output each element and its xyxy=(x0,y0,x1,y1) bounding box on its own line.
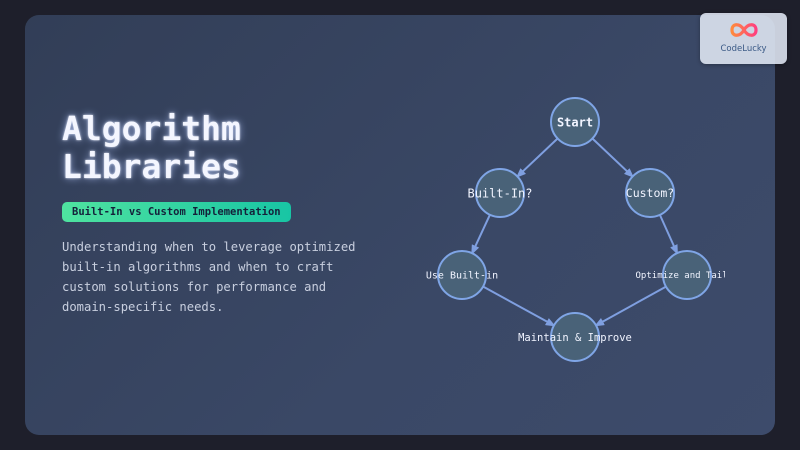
node-label-custom_q: Custom? xyxy=(626,186,674,200)
infinity-logo-icon xyxy=(730,23,758,37)
subtitle-badge: Built-In vs Custom Implementation xyxy=(62,202,291,222)
hero-card: Algorithm Libraries Built-In vs Custom I… xyxy=(25,15,775,435)
node-custom_q: Custom? xyxy=(625,168,675,218)
node-circle-maintain xyxy=(550,312,600,362)
title-line-2: Libraries xyxy=(62,147,241,186)
node-circle-builtin_q xyxy=(475,168,525,218)
edge-use_builtin-to-maintain xyxy=(482,285,556,327)
edges-layer xyxy=(470,137,679,327)
edge-builtin_q-to-use_builtin xyxy=(470,214,491,256)
title-line-1: Algorithm xyxy=(62,109,241,148)
node-maintain: Maintain & Improve xyxy=(518,312,632,362)
edge-start-to-custom_q xyxy=(591,137,635,178)
node-circle-custom_q xyxy=(625,168,675,218)
node-circle-optimize xyxy=(662,250,712,300)
node-circle-use_builtin xyxy=(437,250,487,300)
node-optimize: Optimize and Tailor xyxy=(636,250,740,300)
edge-custom_q-to-optimize xyxy=(658,214,679,255)
node-circle-start xyxy=(550,97,600,147)
node-use_builtin: Use Built-in xyxy=(426,250,498,300)
codelucky-logo[interactable]: CodeLucky xyxy=(700,13,787,64)
node-label-builtin_q: Built-In? xyxy=(467,186,532,200)
logo-text: CodeLucky xyxy=(720,44,767,54)
edge-optimize-to-maintain xyxy=(594,285,667,327)
node-label-use_builtin: Use Built-in xyxy=(426,271,498,282)
node-builtin_q: Built-In? xyxy=(467,168,533,218)
page-title: Algorithm Libraries xyxy=(62,110,241,186)
node-label-optimize: Optimize and Tailor xyxy=(636,271,740,281)
node-start: Start xyxy=(550,97,600,147)
node-label-start: Start xyxy=(557,115,593,129)
edge-start-to-builtin_q xyxy=(515,137,559,178)
description-text: Understanding when to leverage optimized… xyxy=(62,240,356,314)
node-label-maintain: Maintain & Improve xyxy=(518,332,632,344)
